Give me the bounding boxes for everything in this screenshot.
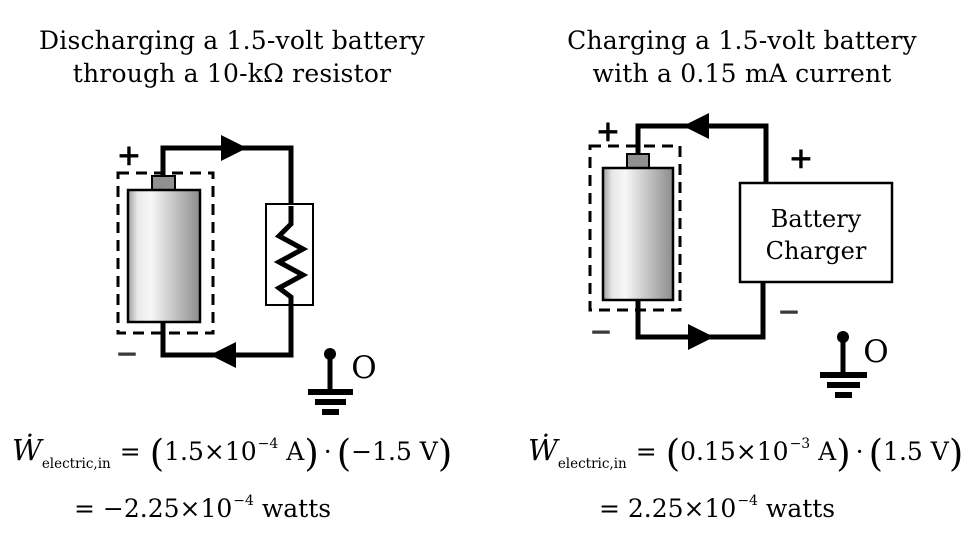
- ground-symbol: [820, 331, 867, 398]
- left-circuit-diagram: + − O: [115, 135, 377, 415]
- current-arrow-left-icon: [683, 113, 709, 139]
- voltage-value: 1.5 V: [883, 437, 949, 466]
- ground-node-label: O: [863, 334, 888, 370]
- battery-plus-label: +: [116, 138, 141, 173]
- work-rate-symbol: Ẇ: [528, 433, 558, 467]
- battery-minus-label: −: [115, 337, 138, 370]
- battery-charger-box: [738, 181, 894, 284]
- right-equation-line2: = 2.25×10−4 watts: [599, 494, 963, 523]
- left-equation-line1: Ẇelectric,in=(1.5×10−4 A)·(−1.5 V): [12, 433, 452, 481]
- charger-minus-label: −: [777, 295, 800, 328]
- result-value: = 2.25×10: [599, 494, 737, 523]
- multiply-dot: ·: [855, 437, 864, 466]
- work-rate-subscript: electric,in: [41, 456, 111, 472]
- battery-body: [601, 166, 675, 302]
- right-equation: Ẇelectric,in=(0.15×10−3 A)·(1.5 V) = 2.2…: [528, 433, 963, 523]
- current-exponent: −3: [789, 436, 811, 452]
- charger-plus-label: +: [788, 141, 813, 176]
- open-paren: (: [149, 432, 165, 475]
- right-panel-title: Charging a 1.5-volt battery with a 0.15 …: [518, 24, 966, 90]
- voltage-value: −1.5 V: [351, 437, 438, 466]
- work-rate-subscript: electric,in: [557, 456, 627, 472]
- open-paren: (: [336, 432, 352, 475]
- right-circuit-diagram: Battery Charger + + − − O: [588, 113, 894, 398]
- left-equation: Ẇelectric,in=(1.5×10−4 A)·(−1.5 V) = −2.…: [12, 433, 452, 523]
- current-arrow-right-icon: [688, 324, 714, 350]
- open-paren: (: [665, 432, 681, 475]
- battery-system-boundary: [588, 144, 682, 312]
- close-paren: ): [437, 432, 453, 475]
- result-exponent: −4: [233, 493, 254, 509]
- resistor-zigzag: [273, 206, 309, 305]
- close-paren: ): [304, 432, 319, 475]
- ground-symbol: [308, 348, 353, 415]
- charger-label-line2: Charger: [766, 237, 867, 265]
- current-unit: A: [810, 437, 837, 466]
- current-value: 0.15×10: [680, 437, 789, 466]
- battery-minus-label: −: [589, 315, 612, 348]
- left-equation-line2: = −2.25×10−4 watts: [74, 494, 452, 523]
- left-panel-title: Discharging a 1.5-volt battery through a…: [8, 24, 456, 90]
- current-arrow-left-icon: [210, 342, 236, 368]
- current-unit: A: [278, 437, 305, 466]
- result-unit: watts: [757, 494, 836, 523]
- result-value: = −2.25×10: [74, 494, 233, 523]
- current-exponent: −4: [257, 436, 279, 452]
- right-title-line2: with a 0.15 mA current: [592, 59, 892, 88]
- open-paren: (: [868, 432, 884, 475]
- left-title-line1: Discharging a 1.5-volt battery: [39, 26, 425, 55]
- equals-sign: =: [635, 437, 657, 466]
- multiply-dot: ·: [323, 437, 332, 466]
- close-paren: ): [836, 432, 851, 475]
- current-arrow-right-icon: [221, 135, 247, 161]
- result-exponent: −4: [737, 493, 758, 509]
- battery-plus-label: +: [595, 114, 620, 149]
- close-paren: ): [948, 432, 964, 475]
- work-rate-symbol: Ẇ: [12, 433, 42, 467]
- battery-body: [126, 188, 202, 324]
- result-unit: watts: [253, 494, 332, 523]
- left-title-line2: through a 10-kΩ resistor: [72, 59, 392, 88]
- equals-sign: =: [119, 437, 141, 466]
- current-value: 1.5×10: [164, 437, 257, 466]
- right-equation-line1: Ẇelectric,in=(0.15×10−3 A)·(1.5 V): [528, 433, 963, 481]
- charger-label-line1: Battery: [771, 205, 862, 233]
- right-title-line1: Charging a 1.5-volt battery: [567, 26, 917, 55]
- ground-node-label: O: [351, 350, 376, 386]
